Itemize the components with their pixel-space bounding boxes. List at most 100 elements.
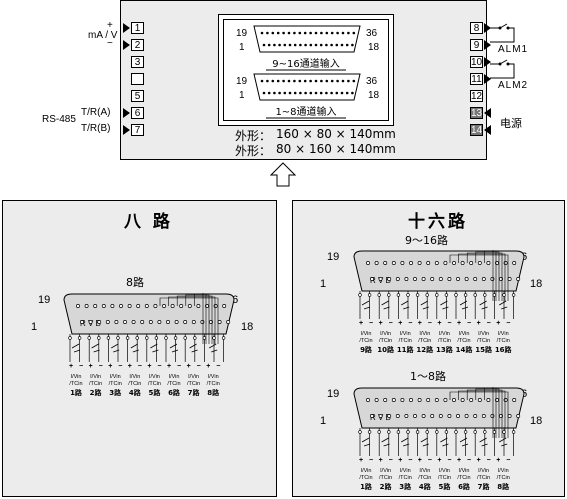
pin-dot bbox=[443, 261, 448, 265]
channel-type-line2: /TCin bbox=[359, 475, 372, 481]
right-terminal: 13 bbox=[470, 107, 483, 119]
pin-dot bbox=[469, 398, 474, 402]
polarity-sign: − bbox=[428, 320, 432, 327]
sixteen-way-lower-label: 1～8路 bbox=[410, 370, 446, 383]
pin-dot bbox=[404, 277, 409, 281]
pin-dot bbox=[293, 91, 297, 95]
pin-dot bbox=[417, 261, 422, 265]
terminal-dot bbox=[135, 336, 139, 340]
terminal-dot bbox=[154, 336, 159, 340]
wire bbox=[449, 391, 509, 438]
sensor-icon bbox=[71, 343, 81, 353]
terminal-dot bbox=[193, 336, 197, 340]
pin-dot bbox=[325, 31, 329, 35]
pin-dot bbox=[512, 398, 517, 402]
sensor-icon bbox=[111, 343, 120, 353]
terminal-dot bbox=[358, 293, 362, 297]
polarity-sign: + bbox=[147, 363, 151, 370]
polarity-sign: − bbox=[369, 320, 373, 327]
channel-label: 13路 bbox=[436, 345, 454, 354]
pin-dot bbox=[456, 414, 460, 418]
pin-dot bbox=[273, 43, 276, 47]
sensor-icon bbox=[401, 437, 410, 447]
pin-dot bbox=[267, 43, 271, 47]
sixteen-way-lower-wiring: R V B+−I/Vin/TCin1路+−I/Vin/TCin2路+−I/Vin… bbox=[353, 387, 525, 491]
pin-dot bbox=[469, 261, 474, 265]
alm2-label: ALM2 bbox=[498, 80, 529, 91]
channel-type-line1: I/Vin bbox=[188, 374, 199, 380]
pin-dot bbox=[276, 31, 280, 35]
channel-label: 10路 bbox=[377, 345, 395, 354]
pin-dot bbox=[298, 31, 302, 35]
terminal-dot bbox=[202, 336, 207, 340]
pin-dot bbox=[136, 304, 141, 308]
pin-dot bbox=[340, 91, 344, 95]
pin-dot bbox=[473, 414, 478, 418]
channel-label: 3路 bbox=[109, 388, 122, 397]
channel-type-line2: /TCin bbox=[399, 475, 412, 481]
pin-dot bbox=[391, 398, 396, 402]
d-sub-shell-icon bbox=[353, 250, 525, 292]
terminal-dot bbox=[492, 430, 497, 434]
sensor-icon bbox=[420, 300, 429, 310]
channel-type-line2: /TCin bbox=[497, 475, 510, 481]
pin-dot bbox=[421, 414, 426, 418]
pin-dot bbox=[383, 261, 388, 265]
pin-dot bbox=[351, 91, 354, 95]
terminal-dot bbox=[87, 336, 91, 340]
pin-dot bbox=[283, 43, 287, 47]
eight-way-title: 八 路 bbox=[124, 212, 173, 232]
pin-dot bbox=[304, 91, 307, 95]
channel-type-line1: I/Vin bbox=[149, 374, 160, 380]
d-sub-connector-icon bbox=[253, 73, 361, 101]
sixteen-way-title: 十六路 bbox=[408, 212, 468, 232]
pin-dot bbox=[330, 43, 333, 47]
polarity-sign: + bbox=[206, 363, 210, 370]
terminal-dot bbox=[463, 293, 468, 297]
eight-way-wiring-diagram: R V B+−I/Vin/TCin1路+−I/Vin/TCin2路+−I/Vin… bbox=[63, 293, 235, 397]
left-terminal: 5 bbox=[131, 90, 144, 102]
pin-dot bbox=[430, 414, 435, 418]
pin-dot bbox=[309, 43, 313, 47]
pin-dot bbox=[278, 91, 281, 95]
sensor-icon bbox=[189, 343, 198, 353]
channel-type-line2: /TCin bbox=[418, 338, 431, 344]
right-terminal: 12 bbox=[470, 90, 483, 102]
terminal-dot bbox=[221, 336, 226, 340]
pin-number: 18 bbox=[368, 42, 380, 53]
pin-dot bbox=[273, 91, 276, 95]
polarity-sign: + bbox=[418, 457, 422, 464]
pin-dot bbox=[400, 261, 405, 265]
terminal-dot bbox=[492, 293, 497, 297]
polarity-sign: − bbox=[369, 457, 373, 464]
sensor-icon bbox=[459, 437, 469, 447]
pin-number: 18 bbox=[368, 90, 380, 101]
wire bbox=[159, 297, 219, 344]
pin-dot bbox=[271, 79, 275, 83]
pin-dot bbox=[166, 320, 170, 324]
pin-dot bbox=[325, 43, 328, 47]
pin-dot bbox=[298, 79, 302, 83]
d-sub-shell-icon bbox=[63, 293, 235, 335]
polarity-sign: + bbox=[379, 320, 383, 327]
channel-type-line2: /TCin bbox=[477, 338, 490, 344]
channel-type-line2: /TCin bbox=[418, 475, 431, 481]
terminal-dot bbox=[183, 336, 187, 340]
pin-dot bbox=[464, 414, 469, 418]
pin-dot bbox=[304, 43, 307, 47]
left-terminal: 2 bbox=[131, 39, 144, 51]
pin-number: 19 bbox=[236, 76, 248, 87]
pin-dot bbox=[101, 304, 106, 308]
channel-type-line2: /TCin bbox=[379, 338, 392, 344]
channel-type-line2: /TCin bbox=[457, 475, 470, 481]
terminal-arrow-icon bbox=[484, 23, 491, 33]
left-terminal: 3 bbox=[131, 56, 144, 68]
pin-dot bbox=[341, 31, 345, 35]
pin-dot bbox=[226, 320, 231, 324]
pin-dot bbox=[330, 79, 334, 83]
terminal-dot bbox=[463, 430, 468, 434]
channel-label: 7路 bbox=[188, 388, 201, 397]
polarity-sign: + bbox=[398, 457, 402, 464]
terminal-dot bbox=[367, 430, 372, 434]
channel-label: 16路 bbox=[495, 345, 513, 354]
